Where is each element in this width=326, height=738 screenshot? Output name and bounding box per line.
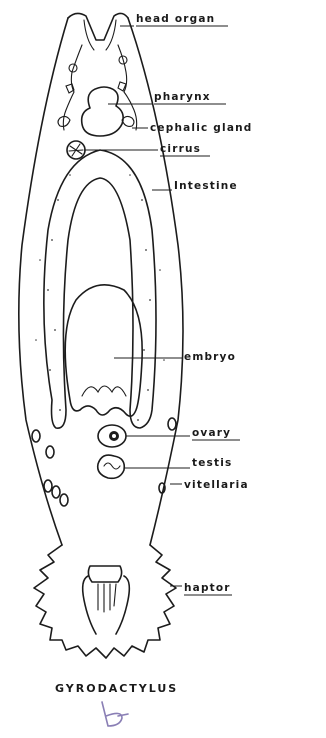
label-head-organ: head organ bbox=[136, 13, 215, 25]
ovary bbox=[98, 425, 126, 447]
handwritten-b-mark bbox=[102, 702, 128, 726]
figure-title: GYRODACTYLUS bbox=[55, 682, 178, 695]
label-haptor: haptor bbox=[184, 582, 231, 594]
cephalic-gland-left bbox=[58, 45, 82, 130]
label-cephalic-gland: cephalic gland bbox=[150, 122, 253, 134]
label-testis: testis bbox=[192, 457, 232, 469]
anchors bbox=[83, 566, 130, 634]
head-lobes bbox=[68, 13, 128, 40]
vitellaria bbox=[32, 418, 176, 506]
label-pharynx: pharynx bbox=[154, 91, 211, 103]
label-ovary: ovary bbox=[192, 427, 231, 439]
cephalic-gland-right bbox=[118, 45, 137, 130]
cirrus bbox=[67, 141, 85, 159]
embryo-inner bbox=[82, 386, 126, 396]
leader-lines bbox=[84, 26, 190, 586]
intestine-stipple bbox=[35, 174, 165, 421]
testis bbox=[98, 455, 125, 478]
intestine bbox=[44, 150, 156, 428]
label-embryo: embryo bbox=[184, 351, 236, 363]
pharynx bbox=[82, 87, 123, 136]
label-vitellaria: vitellaria bbox=[184, 479, 249, 491]
haptor bbox=[34, 545, 176, 658]
label-cirrus: cirrus bbox=[160, 143, 201, 155]
label-intestine: Intestine bbox=[174, 180, 238, 192]
